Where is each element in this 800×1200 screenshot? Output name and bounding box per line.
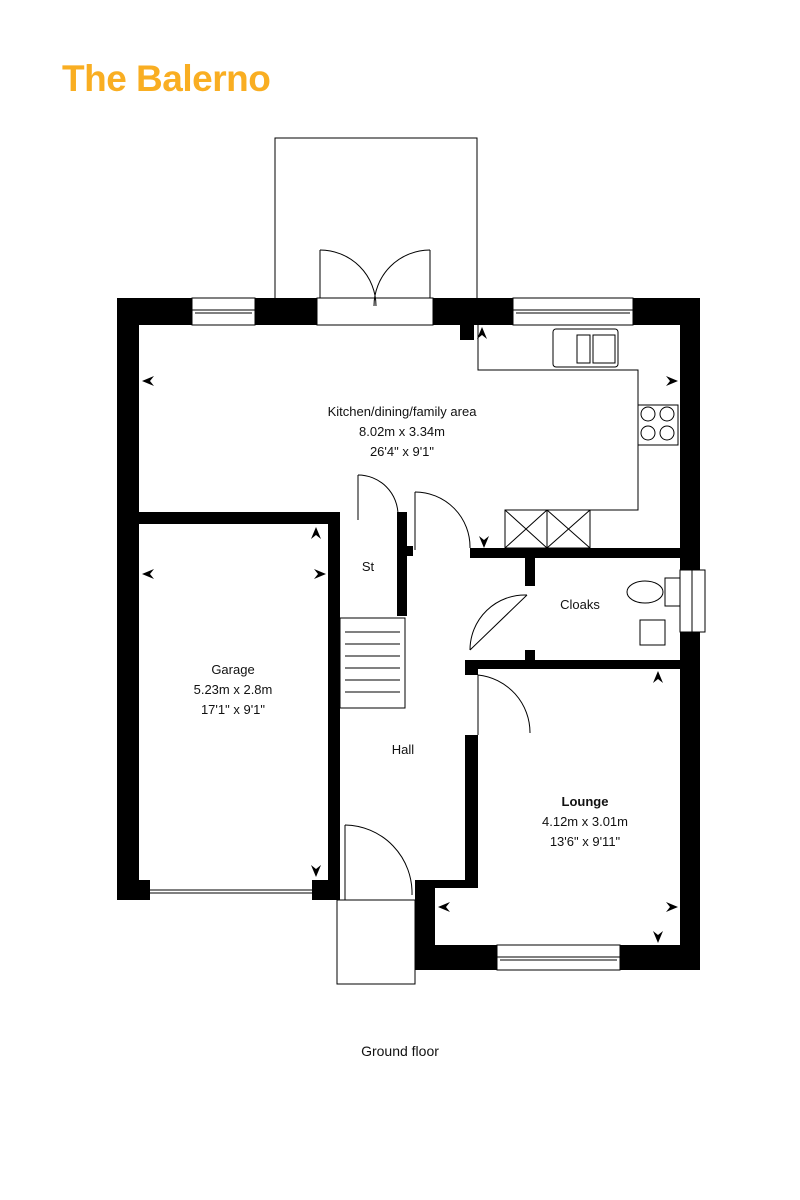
sink-icon [552,328,619,368]
basin-icon [639,619,666,646]
kitchen-units [477,325,679,549]
floor-label: Ground floor [361,1043,439,1059]
room-imperial-lounge: 13'6" x 9'11" [550,834,621,849]
room-name-store: St [362,559,375,574]
room-metric-lounge: 4.12m x 3.01m [542,814,628,829]
dimension-arrows [142,327,678,943]
walls [117,298,700,970]
room-imperial-garage: 17'1" x 9'1" [201,702,265,717]
room-name-kitchen: Kitchen/dining/family area [328,404,478,419]
room-metric-garage: 5.23m x 2.8m [194,682,273,697]
toilet-icon [626,580,664,604]
porch-outline [336,899,416,985]
windows [150,297,706,971]
stairs [339,617,406,709]
page-title: The Balerno [62,58,271,99]
doors [316,249,531,900]
patio-outline [274,137,478,301]
cloaks-fixtures [626,577,681,646]
room-metric-kitchen: 8.02m x 3.34m [359,424,445,439]
room-name-hall: Hall [392,742,415,757]
room-name-cloaks: Cloaks [560,597,600,612]
room-name-lounge: Lounge [562,794,609,809]
room-name-garage: Garage [211,662,254,677]
room-imperial-kitchen: 26'4" x 9'1" [370,444,434,459]
